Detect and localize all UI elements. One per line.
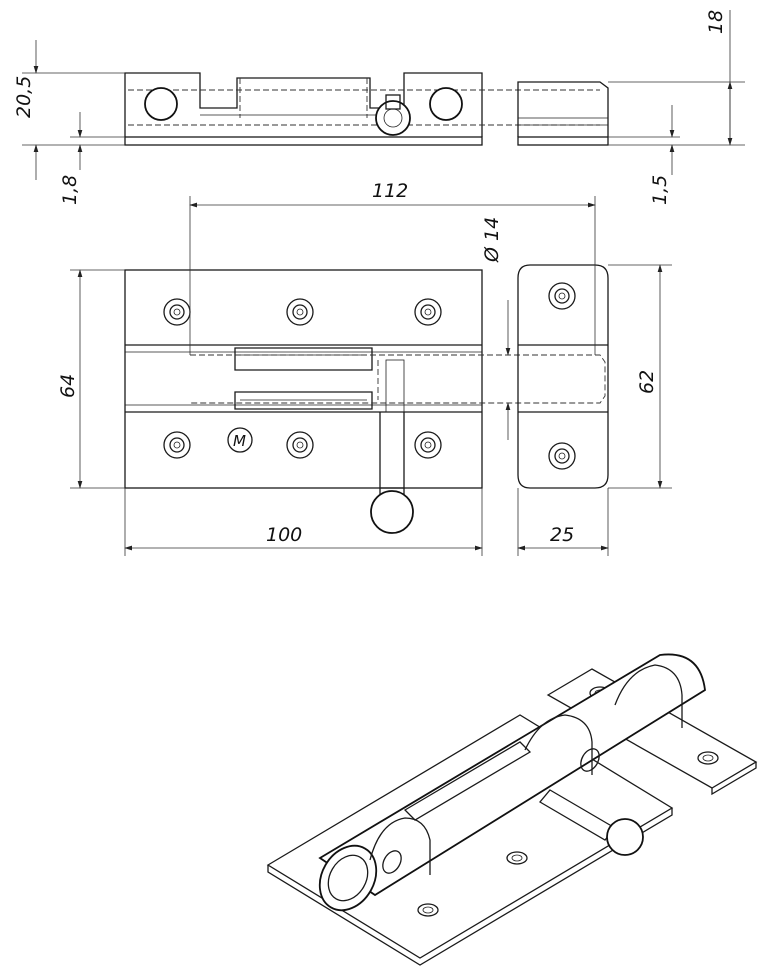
side-view: 20,5 1,8 18 1,5	[13, 10, 745, 205]
maker-mark	[227, 427, 253, 453]
iso-tube-end	[318, 844, 378, 912]
iso-bolt-tube	[318, 653, 706, 897]
front-view-plate	[124, 269, 483, 489]
dim-plate-thickness-left: 1,8	[59, 175, 81, 205]
dim-plate-height: 64	[57, 374, 79, 398]
front-view-handle-knob	[370, 490, 414, 534]
dim-bolt-length: 112	[372, 180, 408, 202]
iso-slot	[403, 741, 532, 821]
dim-keeper-width: 25	[550, 524, 574, 546]
front-view: M 112 Ø 14 64 62 100	[57, 180, 672, 556]
side-view-left-roll	[144, 87, 178, 121]
dim-plate-width: 100	[266, 524, 302, 546]
iso-handle	[539, 789, 616, 841]
dim-bolt-diameter: Ø 14	[481, 217, 503, 263]
front-view-keeper	[517, 264, 609, 489]
dim-keeper-height: 62	[636, 370, 658, 394]
isometric-view	[266, 653, 758, 966]
side-view-handle-knob	[375, 100, 411, 136]
side-view-bracket	[124, 72, 483, 137]
dim-side-height-left: 20,5	[13, 76, 35, 118]
front-view-handle	[379, 412, 405, 489]
front-view-bolt-slots	[234, 347, 373, 410]
iso-left-bracket	[369, 817, 431, 875]
side-view-base-plate	[124, 136, 483, 146]
side-view-right-roll	[429, 87, 463, 121]
front-view-housing	[125, 344, 482, 413]
dim-plate-thickness-right: 1,5	[649, 175, 671, 205]
front-view-screw-holes	[163, 298, 442, 459]
dim-side-height-right: 18	[705, 10, 727, 34]
iso-handle-knob	[606, 818, 644, 856]
side-view-keeper	[517, 81, 609, 137]
maker-mark-letter: M	[233, 432, 246, 450]
